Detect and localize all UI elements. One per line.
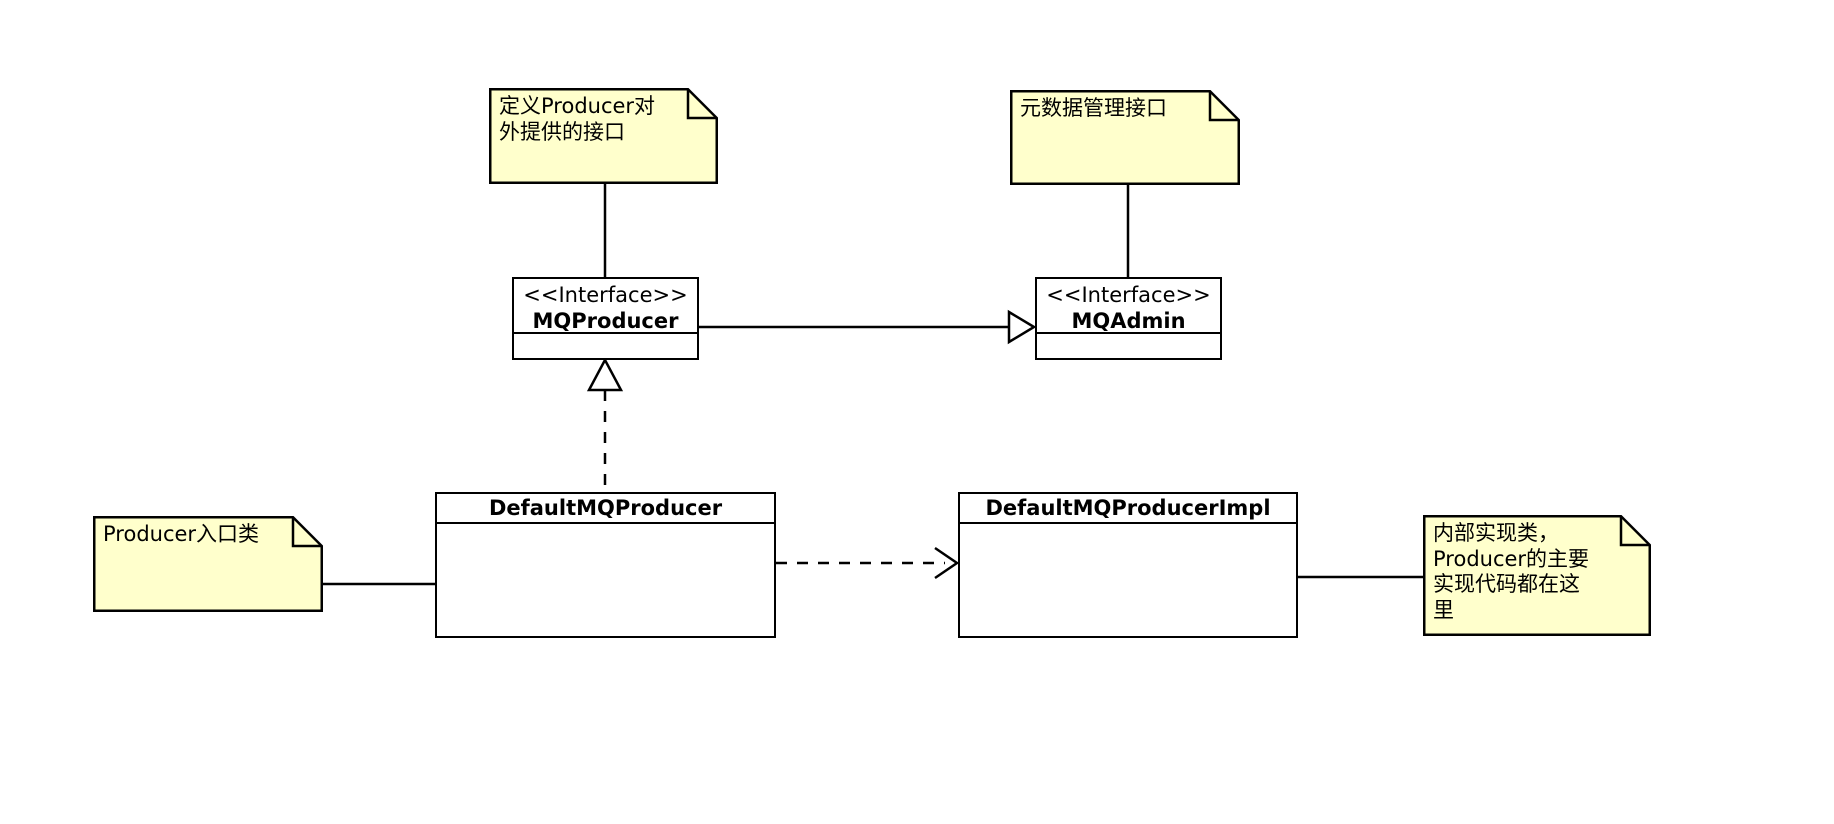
note-metadata-api[interactable]: 元数据管理接口: [1010, 90, 1240, 185]
class-box-default-mq-producer-impl[interactable]: DefaultMQProducerImpl: [958, 492, 1298, 638]
note-text: Producer入口类: [103, 522, 260, 546]
hollow-triangle-arrowhead-mqadmin: [1007, 309, 1037, 345]
class-box-default-mq-producer[interactable]: DefaultMQProducer: [435, 492, 776, 638]
class-name: DefaultMQProducer: [488, 496, 723, 520]
note-producer-entry[interactable]: Producer入口类: [93, 516, 323, 612]
note-internal-impl[interactable]: 内部实现类， Producer的主要 实现代码都在这 里: [1423, 515, 1651, 636]
note-shape: [93, 516, 323, 612]
class-box-mq-producer[interactable]: <<Interface>> MQProducer: [512, 277, 699, 360]
class-members-compartment: [437, 524, 774, 666]
note-text: 元数据管理接口: [1020, 96, 1167, 120]
class-header-mq-producer: <<Interface>> MQProducer: [514, 279, 697, 334]
class-name: MQProducer: [532, 309, 679, 334]
class-name: DefaultMQProducerImpl: [985, 496, 1271, 520]
class-stereotype: <<Interface>>: [523, 283, 688, 307]
note-shape: [1010, 90, 1240, 185]
class-members-compartment: [960, 524, 1296, 666]
class-stereotype: <<Interface>>: [1046, 283, 1211, 307]
note-text: 内部实现类， Producer的主要 实现代码都在这 里: [1433, 521, 1590, 622]
class-members-compartment: [514, 334, 697, 413]
class-header-mq-admin: <<Interface>> MQAdmin: [1037, 279, 1220, 334]
note-producer-api[interactable]: 定义Producer对 外提供的接口: [489, 88, 718, 184]
class-name: MQAdmin: [1071, 309, 1186, 334]
class-header-default-mq-producer: DefaultMQProducer: [437, 494, 774, 524]
note-text: 定义Producer对 外提供的接口: [499, 94, 656, 144]
class-header-default-mq-producer-impl: DefaultMQProducerImpl: [960, 494, 1296, 524]
open-arrowhead-impl: [934, 546, 960, 580]
class-members-compartment: [1037, 334, 1220, 413]
note-shape: [1423, 515, 1651, 636]
class-box-mq-admin[interactable]: <<Interface>> MQAdmin: [1035, 277, 1222, 360]
note-shape: [489, 88, 718, 184]
